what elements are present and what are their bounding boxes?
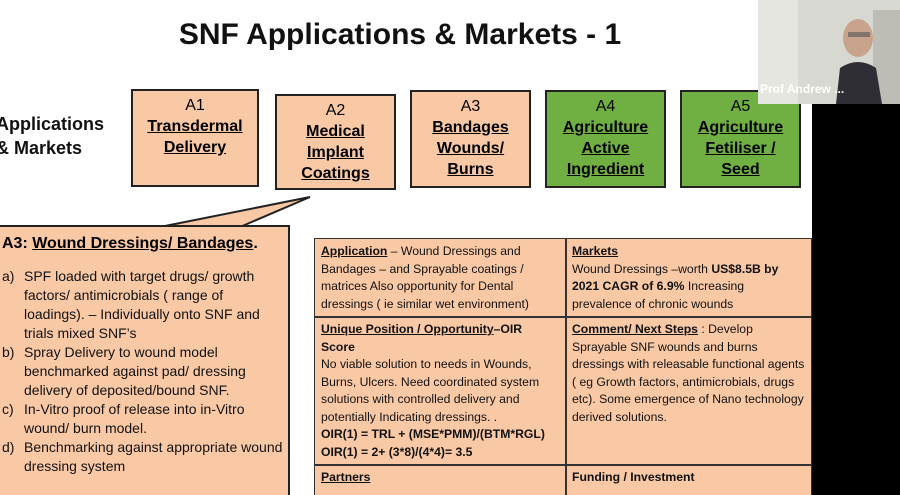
box-a3-line3: Burns	[447, 161, 494, 178]
box-a5-line3: Seed	[721, 161, 760, 178]
markets-value: US$8.5B by 2021 CAGR of 6.9%	[572, 261, 779, 294]
box-a4-line1: Agriculture	[562, 119, 649, 136]
box-a3-line2: Wounds/	[436, 140, 505, 157]
callout-heading-suffix: .	[253, 235, 258, 252]
box-a5-line1: Agriculture	[697, 119, 784, 136]
side-label-line2: & Markets	[0, 138, 83, 158]
callout-item-b: b) Spray Delivery to wound model benchmar…	[2, 343, 284, 400]
box-a3-number: A3	[460, 98, 481, 115]
unique-position-cell: Unique Position / Opportunity–OIR Score …	[315, 317, 565, 464]
box-a4-line2: Active	[581, 140, 630, 157]
box-a4-line3: Ingredient	[566, 161, 645, 178]
callout-item-text: SPF loaded with target drugs/ growth fac…	[24, 268, 260, 341]
oir-formula: OIR(1) = TRL + (MSE*PMM)/(BTM*RGL)	[321, 427, 545, 441]
application-text: – Wound Dressings and Bandages – and Spr…	[321, 244, 529, 311]
video-panel-background	[812, 104, 900, 495]
box-a1-line2: Delivery	[163, 139, 227, 156]
box-a2-line3: Coatings	[301, 165, 370, 182]
box-a5: A5 Agriculture Fetiliser / Seed	[680, 90, 801, 188]
markets-cell: Markets Wound Dressings –worth US$8.5B b…	[566, 239, 812, 316]
callout-item-text: In-Vitro proof of release into in-Vitro …	[24, 401, 245, 436]
box-a2-line1: Medical	[306, 123, 365, 140]
funding-cell: Funding / Investment	[566, 465, 812, 491]
oir-calculation: OIR(1) = 2+ (3*8)/(4*4)= 3.5	[321, 444, 473, 459]
comment-heading: Comment/ Next Steps	[572, 322, 698, 336]
markets-heading: Markets	[572, 244, 619, 258]
partners-heading: Partners	[321, 470, 371, 484]
box-a4: A4 Agriculture Active Ingredient	[545, 90, 666, 188]
callout-heading: A3: Wound Dressings/ Bandages.	[2, 235, 258, 253]
side-label: Applications & Markets	[0, 112, 104, 160]
presentation-slide: SNF Applications & Markets - 1 Applicati…	[0, 18, 812, 495]
side-label-line1: Applications	[0, 114, 105, 134]
participant-video-feed	[758, 0, 900, 104]
callout-item-marker: a)	[2, 268, 15, 284]
callout-item-d: d) Benchmarking against appropriate wound…	[2, 438, 284, 476]
callout-wound-dressings: A3: Wound Dressings/ Bandages. a) SPF loa…	[0, 225, 290, 495]
grid-divider-row1	[315, 316, 812, 318]
callout-item-text: Benchmarking against appropriate wound d…	[24, 439, 283, 474]
markets-text1: Wound Dressings –worth	[572, 261, 712, 276]
box-a1-number: A1	[185, 97, 205, 114]
slide-title: SNF Applications & Markets - 1	[178, 18, 622, 51]
callout-heading-prefix: A3:	[2, 235, 33, 252]
box-a2-line2: Implant	[307, 144, 364, 161]
box-a1: A1 Transdermal Delivery	[131, 89, 259, 187]
participant-name: Prof Andrew ...	[760, 82, 845, 96]
callout-item-c: c) In-Vitro proof of release into in-Vitr…	[2, 400, 284, 438]
callout-item-marker: b)	[2, 344, 15, 360]
unique-heading-suffix: –OIR Score	[321, 322, 523, 354]
box-a5-line2: Fetiliser /	[705, 140, 776, 157]
partners-cell: Partners	[315, 465, 565, 491]
callout-item-text: Spray Delivery to wound model benchmarke…	[24, 344, 246, 398]
box-a1-line1: Transdermal	[147, 118, 243, 135]
box-a5-number: A5	[730, 98, 751, 115]
box-a3-line1: Bandages	[432, 119, 509, 136]
callout-heading-text: Wound Dressings/ Bandages	[32, 235, 254, 252]
unique-heading: Unique Position / Opportunity	[321, 322, 494, 336]
box-a4-number: A4	[595, 98, 616, 115]
info-grid: Application – Wound Dressings and Bandag…	[314, 238, 812, 495]
application-heading: Application	[321, 244, 388, 258]
box-a3: A3 Bandages Wounds/ Burns	[410, 90, 531, 188]
markets-text2: Increasing prevalence of chronic wounds	[572, 279, 745, 311]
unique-text: No viable solution to needs in Wounds, B…	[321, 357, 540, 424]
callout-item-marker: d)	[2, 439, 15, 455]
comment-text: : Develop Sprayable SNF wounds and burns…	[572, 322, 805, 424]
box-a2: A2 Medical Implant Coatings	[275, 94, 396, 190]
grid-divider-row2	[315, 464, 812, 466]
comment-cell: Comment/ Next Steps : Develop Sprayable …	[566, 317, 812, 464]
grid-divider-vertical	[565, 239, 567, 495]
application-cell: Application – Wound Dressings and Bandag…	[315, 239, 565, 316]
callout-item-marker: c)	[2, 401, 14, 417]
participant-video-tile[interactable]: Prof Andrew ...	[758, 0, 900, 104]
funding-heading: Funding / Investment	[572, 470, 695, 484]
box-a2-number: A2	[325, 102, 346, 119]
callout-list: a) SPF loaded with target drugs/ growth f…	[2, 267, 284, 476]
callout-item-a: a) SPF loaded with target drugs/ growth f…	[2, 267, 284, 343]
